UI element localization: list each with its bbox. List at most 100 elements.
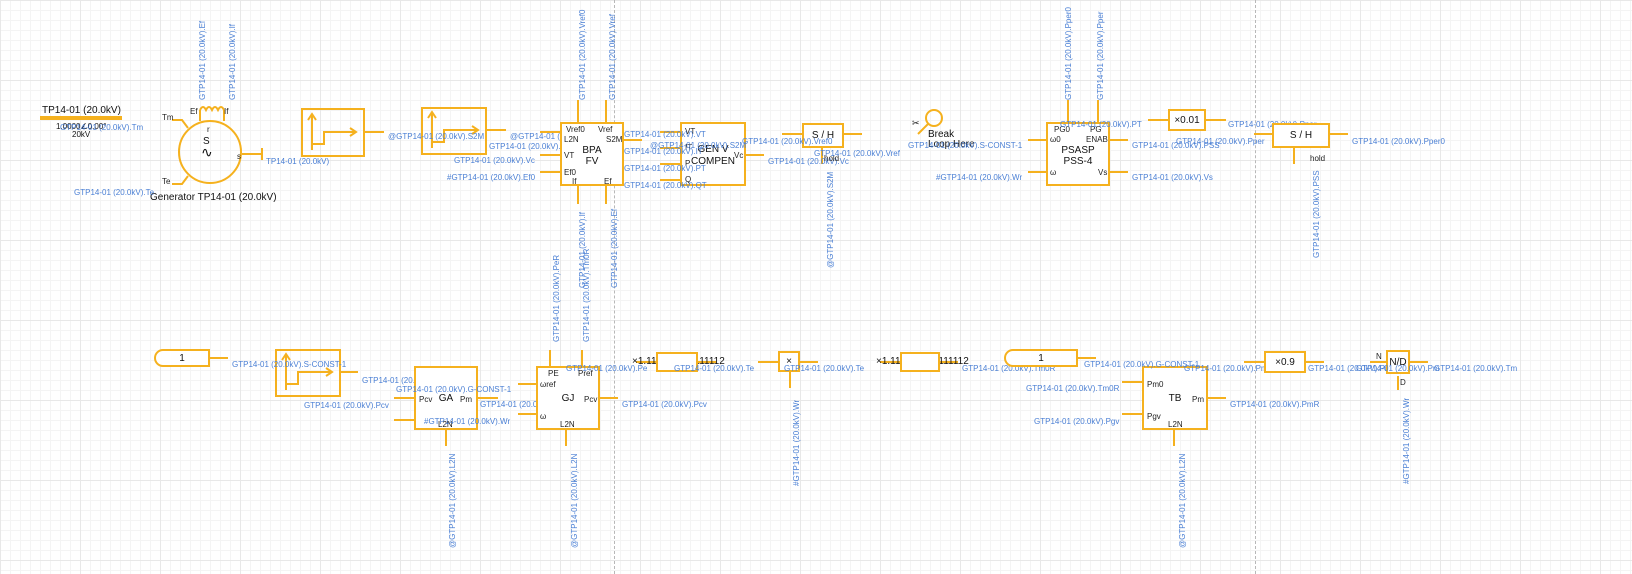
pss-pper0-signal: GTP14-01 (20.0kV).Pper0 (1064, 7, 1073, 100)
tb-tm0r-signal: GTP14-01 (20.0kV).Tm0R (1026, 384, 1120, 393)
genv-s2m-signal: @GTP14-01 (20.0kV).S2M (650, 141, 747, 150)
divider-pin-n: N (1376, 352, 1382, 361)
constant-1-value: 1 (179, 352, 185, 364)
divider-tm-signal: GTP14-01 (20.0kV).Tm (1434, 364, 1518, 373)
fv-pin-l2n: L2N (564, 135, 579, 144)
pss-pin-enab: ENAB (1086, 135, 1108, 144)
gen-symbol-letter: S (203, 136, 210, 147)
tb-pin-l2n: L2N (1168, 420, 1183, 429)
gj-pin-l2n: L2N (560, 420, 575, 429)
ga-l2n-signal: @GTP14-01 (20.0kV).L2N (448, 453, 457, 548)
genv-pt-signal: GTP14-01 (20.0kV).PT (624, 164, 706, 173)
divider-block[interactable]: N/D (1386, 350, 1410, 374)
generator-label[interactable]: Generator TP14-01 (20.0kV) (150, 192, 277, 203)
sh2-hold-pin: hold (1310, 154, 1326, 163)
gj-per-signal: GTP14-01 (20.0kV).PeR (552, 254, 561, 342)
fv-title-2: FV (585, 156, 599, 167)
gj-l2n-signal: @GTP14-01 (20.0kV).L2N (570, 453, 579, 548)
ga-wr-signal: #GTP14-01 (20.0kV).Wr (424, 417, 511, 426)
tb-pin-pgv: Pgv (1147, 412, 1161, 421)
gain-001-label: ×0.01 (1174, 114, 1200, 126)
ga-pin-pm: Pm (460, 395, 472, 404)
pss-pper-signal: GTP14-01 (20.0kV).Pper (1096, 11, 1105, 100)
gj-block[interactable]: PE Pref ωref ω Pcv L2N GJ (536, 366, 600, 430)
gen-pin-ef: Ef (190, 107, 198, 116)
const1-out-signal: GTP14-01 (20.0kV).S-CONST-1 (232, 360, 347, 369)
gain-k1-block[interactable] (656, 352, 698, 372)
genv-it-signal: GTP14-01 (20.0kV).IT (624, 147, 703, 156)
pss-vs-signal: GTP14-01 (20.0kV).Vs (1132, 173, 1213, 182)
genv-pin-it: IT (685, 143, 693, 152)
multiplier-block[interactable]: × (778, 351, 800, 372)
gain-09-block[interactable]: ×0.9 (1264, 351, 1306, 373)
tb-pgv-signal: GTP14-01 (20.0kV).Pgv (1034, 417, 1120, 426)
sample-hold-1[interactable]: S / H (802, 123, 844, 148)
ga-gconst-signal: GTP14-01 (20.0kV).G-CONST-1 (396, 385, 512, 394)
genv-pin-q: Q (685, 175, 692, 184)
gain-001-block[interactable]: ×0.01 (1168, 109, 1206, 131)
sh1-hold-pin: hold (824, 154, 840, 163)
gain-k2-block[interactable] (900, 352, 940, 372)
gen-pin-tm: Tm (162, 113, 174, 122)
ramp-block-3[interactable] (276, 350, 340, 396)
break-label-1[interactable]: Break (928, 129, 955, 140)
ga-block[interactable]: Pcv Pm L2N GA (414, 366, 478, 430)
ramp-block-2[interactable] (422, 108, 486, 154)
gj-title: GJ (561, 393, 575, 404)
gen-pin-r: r (207, 125, 210, 134)
mult-wr-signal: #GTP14-01 (20.0kV).Wr (792, 399, 801, 486)
ga-title: GA (438, 393, 454, 404)
gj-pe-signal: GTP14-01 (20.0kV).Pe (566, 364, 648, 373)
ramp3-out-signal: GTP14-01 (20.0kV).PSS (362, 376, 450, 385)
fv-pin-vref0: Vref0 (566, 125, 585, 134)
gain-001-in-signal: GTP14-01 (20.0kV).Pper (1176, 137, 1265, 146)
exciter-coil (199, 106, 225, 113)
ga-pin-l2n: L2N (438, 420, 453, 429)
fv-l2n-signal: @GTP14-01 (20.0kV).L2N (510, 132, 605, 141)
fv-pin-vt: VT (564, 151, 575, 160)
sh2-label: S / H (1289, 130, 1313, 141)
tb-title: TB (1168, 393, 1182, 404)
gen-tm-signal: GTP14-01 (20.0kV).Tm (60, 123, 144, 132)
ac-wave-icon: ∿ (201, 144, 213, 160)
bpa-fv-block[interactable]: Vref0 Vref S2M L2N VT Ef0 If Ef BPA FV (560, 122, 624, 186)
fv-vs-signal: GTP14-01 (20.0kV).Vs (489, 142, 570, 151)
fv-vref-signal: GTP14-01 (20.0kV).Vref (608, 14, 617, 100)
mult-out-signal: GTP14-01 (20.0kV).Te (784, 364, 865, 373)
constant-1-block[interactable]: 1 (154, 349, 210, 367)
genv-vt-signal: GTP14-01 (20.0kV).VT (624, 130, 706, 139)
break-loop-symbol (925, 109, 943, 127)
divider-wr-signal: #GTP14-01 (20.0kV).Wr (1402, 397, 1411, 484)
gj-pin-pcv: Pcv (584, 395, 598, 404)
psasp-pss4-block[interactable]: PG0 PG ω0 ENAB ω Vs PSASP PSS-4 (1046, 122, 1110, 186)
tb-pmr-signal: GTP14-01 (20.0kV).PmR (1184, 364, 1274, 373)
gen-if-signal: GTP14-01 (20.0kV).If (228, 23, 237, 100)
gain-09-out-signal: GTP14-01 (20.0kV).Pm (1308, 364, 1392, 373)
k2-out-signal: GTP14-01 (20.0kV).Tm0R (962, 364, 1056, 373)
sample-hold-2[interactable]: S / H (1272, 123, 1330, 148)
gen-pin-te: Te (162, 177, 171, 186)
genv-pin-p: P (685, 159, 691, 168)
pss-title-1: PSASP (1061, 145, 1095, 156)
k1-in-signal: GTP14-01 (20.0kV).Te (674, 364, 755, 373)
gj-tm0r-signal: GTP14-01 (20.0kV).Tm0R (582, 248, 591, 342)
tb-pin-pm: Pm (1192, 395, 1204, 404)
constant-2-block[interactable]: 1 (1004, 349, 1078, 367)
gen-pin-s: s (237, 152, 241, 161)
gen-v-compen-block[interactable]: VT IT P Q Vc GEN V COMPEN (680, 122, 746, 186)
gj-pin-pe: PE (548, 369, 559, 378)
break-label-2[interactable]: Loop Here (928, 139, 975, 150)
tb-block[interactable]: Pm0 Pgv Pm L2N TB (1142, 366, 1208, 430)
gj-pin-wref: ωref (540, 380, 556, 389)
ga-pin-pcv: Pcv (419, 395, 433, 404)
ramp-block-1-symbol (301, 108, 365, 157)
pss-pin-pg: PG (1090, 125, 1102, 134)
ramp-block-1[interactable] (302, 109, 364, 156)
fv-vref0-signal: GTP14-01 (20.0kV).Vref0 (578, 9, 587, 100)
ga-pm-signal: GTP14-01 (20.0kV).Pm (480, 400, 564, 409)
sh1-label: S / H (811, 130, 835, 141)
ga-pcv-signal: GTP14-01 (20.0kV).Pcv (304, 401, 389, 410)
genv-title-2: COMPEN (691, 156, 735, 167)
genv-pin-vt: VT (685, 127, 696, 136)
